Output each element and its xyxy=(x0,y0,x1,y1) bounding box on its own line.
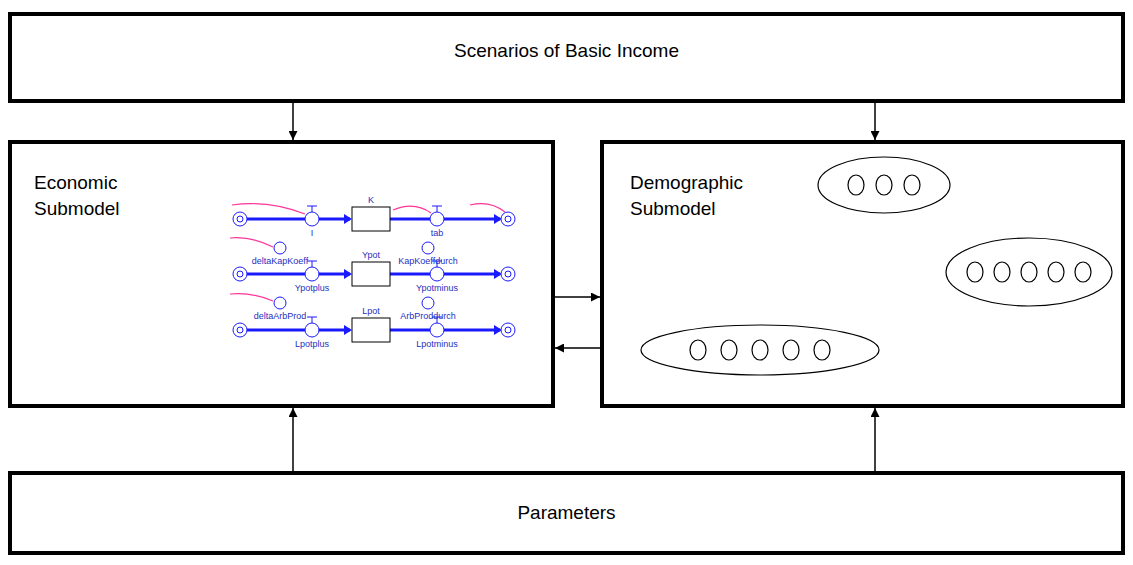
variable-label: Ypotminus xyxy=(416,284,458,293)
node-label: Scenarios of Basic Income xyxy=(12,38,1121,64)
parameter-box: Parameters xyxy=(8,471,1125,555)
variable-label: Lpotminus xyxy=(416,340,458,349)
causal-link xyxy=(393,206,431,213)
submodel-box: Economic Submodel xyxy=(8,140,555,408)
arrow-connector xyxy=(874,408,876,471)
variable-label: Ypot xyxy=(362,251,380,260)
arrow-connector xyxy=(292,408,294,471)
variable-label: tab xyxy=(431,229,444,238)
node-label: Demographic Submodel xyxy=(630,170,760,221)
arrow-connector xyxy=(555,347,600,349)
causal-link xyxy=(470,204,505,212)
causal-link xyxy=(230,238,273,247)
flow-pipes xyxy=(247,219,500,330)
arrow-connector xyxy=(292,103,294,140)
node-label: Economic Submodel xyxy=(34,170,144,221)
flow-heads xyxy=(344,214,502,335)
node-label: Parameters xyxy=(12,500,1121,526)
variable-label: Ypotplus xyxy=(295,284,329,293)
variable-label: Lpotplus xyxy=(295,340,329,349)
submodel-box: Demographic Submodel xyxy=(600,140,1125,408)
variable-label: I xyxy=(311,229,314,238)
stock xyxy=(352,207,390,231)
stock-flow-diagram xyxy=(230,204,515,342)
arrow-connector xyxy=(555,296,600,298)
converters xyxy=(274,242,434,309)
variable-label: ArbProddurch xyxy=(400,312,456,321)
stock xyxy=(352,318,390,342)
variable-label: deltaArbProd xyxy=(254,312,307,321)
scenario-box: Scenarios of Basic Income xyxy=(8,12,1125,103)
arrow-connector xyxy=(874,103,876,140)
causal-link xyxy=(230,294,273,301)
variable-label: Lpot xyxy=(362,307,380,316)
variable-label: deltaKapKoeff xyxy=(252,257,308,266)
clouds xyxy=(233,212,515,337)
stocks xyxy=(352,207,390,342)
stock xyxy=(352,262,390,286)
causal-links xyxy=(230,204,505,301)
variable-label: K xyxy=(368,196,374,205)
variable-label: KapKoeffdurch xyxy=(398,257,457,266)
